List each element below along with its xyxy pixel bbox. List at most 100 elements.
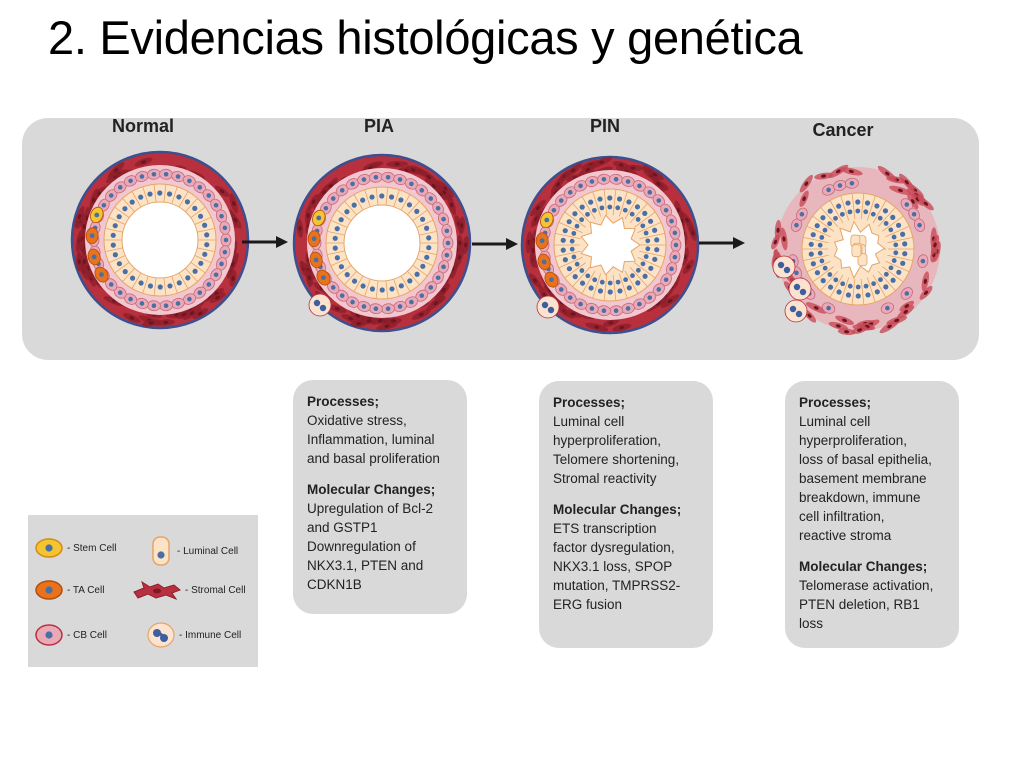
cb-nucleus bbox=[663, 207, 669, 213]
luminal-nucleus bbox=[865, 292, 871, 298]
luminal-cell-border bbox=[385, 280, 389, 299]
luminal-nucleus bbox=[822, 227, 828, 233]
luminal-cell-border bbox=[618, 273, 628, 299]
legend-label: - Stem Cell bbox=[67, 542, 117, 554]
immune-nucleus bbox=[777, 261, 785, 269]
process-line: hyperproliferation, bbox=[553, 433, 662, 448]
cb-nucleus bbox=[669, 218, 674, 224]
luminal-nucleus bbox=[176, 194, 182, 200]
luminal-nucleus bbox=[560, 247, 566, 253]
cb-nucleus bbox=[409, 299, 414, 305]
cb-nucleus bbox=[567, 295, 573, 300]
gland-normal bbox=[70, 150, 250, 330]
cb-nucleus bbox=[151, 171, 157, 177]
luminal-nucleus bbox=[626, 199, 632, 205]
cb-nucleus bbox=[361, 304, 367, 309]
molecular-line: PTEN deletion, RB1 bbox=[799, 597, 920, 612]
cb-nucleus bbox=[361, 177, 367, 182]
gland-cancer bbox=[771, 164, 941, 336]
slide-title: 2. Evidencias histológicas y genética bbox=[48, 11, 803, 64]
stromal-nucleus bbox=[857, 328, 863, 332]
luminal-nucleus bbox=[629, 211, 635, 217]
luminal-nucleus bbox=[642, 273, 648, 279]
luminal-nucleus bbox=[379, 193, 385, 199]
processes-header: Processes; bbox=[553, 395, 626, 410]
stromal-nucleus bbox=[619, 325, 625, 330]
luminal-nucleus bbox=[814, 270, 821, 276]
luminal-nucleus bbox=[344, 209, 350, 215]
luminal-nucleus bbox=[204, 242, 210, 248]
stromal-nucleus bbox=[233, 217, 238, 223]
cb-nucleus bbox=[330, 285, 336, 290]
luminal-cell-border bbox=[872, 200, 887, 224]
luminal-cell-border bbox=[122, 267, 135, 282]
luminal-nucleus bbox=[642, 210, 648, 216]
process-line: Oxidative stress, bbox=[307, 413, 407, 428]
cb-nucleus bbox=[428, 196, 434, 201]
legend-item-luminal: - Luminal Cell bbox=[148, 534, 238, 568]
luminal-nucleus bbox=[574, 223, 580, 229]
luminal-nucleus bbox=[640, 223, 646, 229]
luminal-cell-border bbox=[194, 216, 212, 225]
luminal-cell-border bbox=[153, 277, 157, 296]
luminal-nucleus bbox=[640, 261, 646, 267]
cb-nucleus bbox=[911, 211, 917, 217]
cb-nucleus bbox=[373, 174, 379, 180]
molecular-line: loss bbox=[799, 616, 824, 631]
luminal-nucleus bbox=[817, 242, 823, 248]
luminal-nucleus bbox=[654, 247, 660, 253]
cb-nucleus bbox=[219, 213, 224, 219]
molecular-line: NKX3.1, PTEN and bbox=[307, 558, 424, 573]
cb-nucleus bbox=[849, 180, 855, 186]
luminal-cell-border bbox=[142, 186, 149, 204]
molecular-line: NKX3.1 loss, SPOP bbox=[553, 559, 673, 574]
luminal-cell-border bbox=[142, 276, 149, 294]
process-line: breakdown, immune bbox=[799, 490, 921, 505]
luminal-cell-border bbox=[185, 267, 198, 282]
luminal-nucleus bbox=[647, 218, 654, 224]
luminal-cell-border bbox=[353, 275, 364, 292]
cb-nucleus bbox=[441, 264, 446, 270]
stromal-nucleus bbox=[904, 180, 909, 185]
luminal-cell-border bbox=[820, 271, 839, 291]
immune-cell bbox=[788, 277, 812, 301]
stromal-nucleus bbox=[377, 318, 383, 323]
cb-nucleus bbox=[339, 293, 345, 298]
luminal-cell-border bbox=[887, 236, 913, 244]
luminal-cell-border bbox=[178, 272, 189, 289]
luminal-nucleus bbox=[645, 238, 651, 244]
legend-label: - Stromal Cell bbox=[185, 584, 246, 596]
luminal-nucleus bbox=[820, 215, 826, 221]
cb-nucleus bbox=[222, 249, 228, 255]
luminal-cell-border bbox=[364, 189, 371, 207]
molecular-line: and GSTP1 bbox=[307, 520, 378, 535]
stromal-nucleus bbox=[802, 196, 806, 202]
cb-nucleus bbox=[920, 258, 926, 264]
luminal-nucleus bbox=[643, 230, 649, 236]
stromal-nucleus bbox=[923, 201, 929, 206]
cb-nucleus bbox=[601, 308, 607, 314]
stromal-nucleus bbox=[894, 318, 900, 323]
stromal-nucleus bbox=[431, 184, 437, 189]
luminal-nucleus bbox=[630, 273, 635, 279]
luminal-nucleus bbox=[407, 278, 413, 284]
luminal-cell-border bbox=[114, 262, 130, 274]
cell-nucleus bbox=[544, 217, 550, 223]
luminal-nucleus bbox=[652, 256, 658, 262]
molecular-line: CDKN1B bbox=[307, 577, 362, 592]
luminal-nucleus bbox=[896, 269, 902, 275]
luminal-cell-border bbox=[603, 189, 608, 216]
luminal-cell-border bbox=[327, 250, 345, 256]
luminal-cell-border bbox=[887, 254, 913, 262]
stromal-nucleus bbox=[531, 247, 535, 254]
process-line: basement membrane bbox=[799, 471, 927, 486]
cb-nucleus bbox=[444, 252, 450, 258]
luminal-nucleus bbox=[819, 235, 825, 240]
stromal-nucleus bbox=[322, 189, 327, 195]
stromal-nucleus bbox=[599, 160, 604, 165]
luminal-nucleus bbox=[592, 277, 598, 283]
luminal-nucleus bbox=[574, 261, 580, 267]
luminal-cell-border bbox=[416, 219, 434, 228]
luminal-nucleus bbox=[147, 191, 153, 197]
luminal-nucleus bbox=[369, 194, 375, 200]
